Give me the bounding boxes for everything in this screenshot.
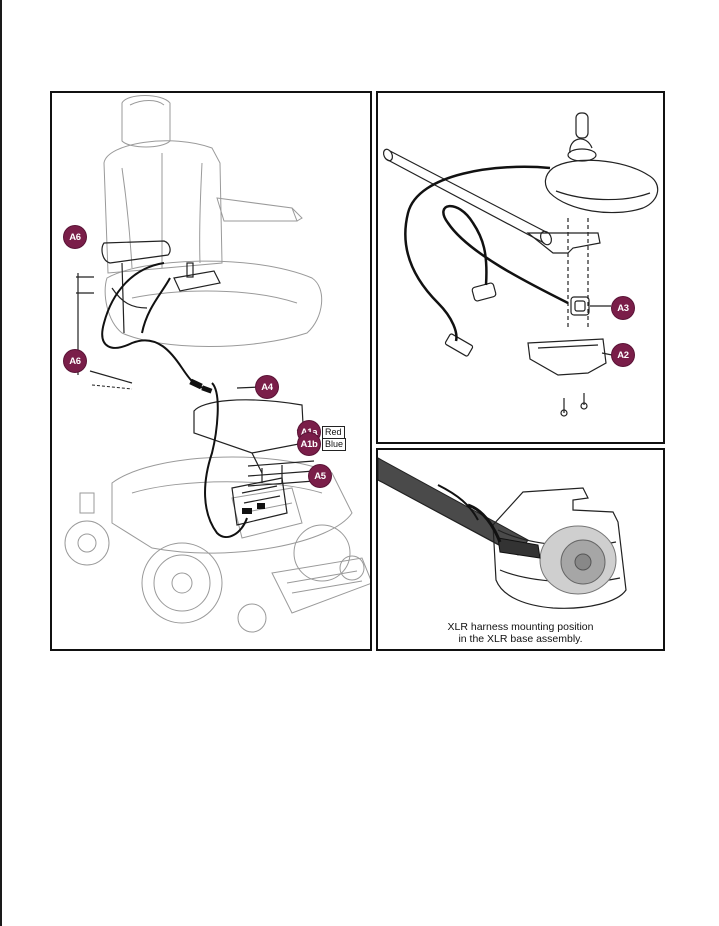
controller-diagram-panel: A3 A2 [376,91,665,444]
callout-a2: A2 [612,344,634,366]
wheelchair-illustration [64,95,370,633]
xlr-detail-panel: XLR harness mounting position in the XLR… [376,448,665,651]
caption-line-2: in the XLR base assembly. [458,633,583,645]
callout-a4: A4 [256,376,278,398]
callout-a6-bottom: A6 [64,350,86,372]
callout-a5: A5 [309,465,331,487]
callout-a3: A3 [612,297,634,319]
callout-a1b: A1b [298,433,320,455]
callout-a6-top: A6 [64,226,86,248]
caption-line-1: XLR harness mounting position [447,621,594,633]
wire-color-blue-label: Blue [322,438,347,451]
controller-illustration [382,112,659,417]
xlr-base-illustration [378,457,627,609]
wheelchair-diagram-panel: A6 A6 A4 A1a Red A1b Blue A5 [50,91,372,651]
page-left-border [0,0,2,926]
